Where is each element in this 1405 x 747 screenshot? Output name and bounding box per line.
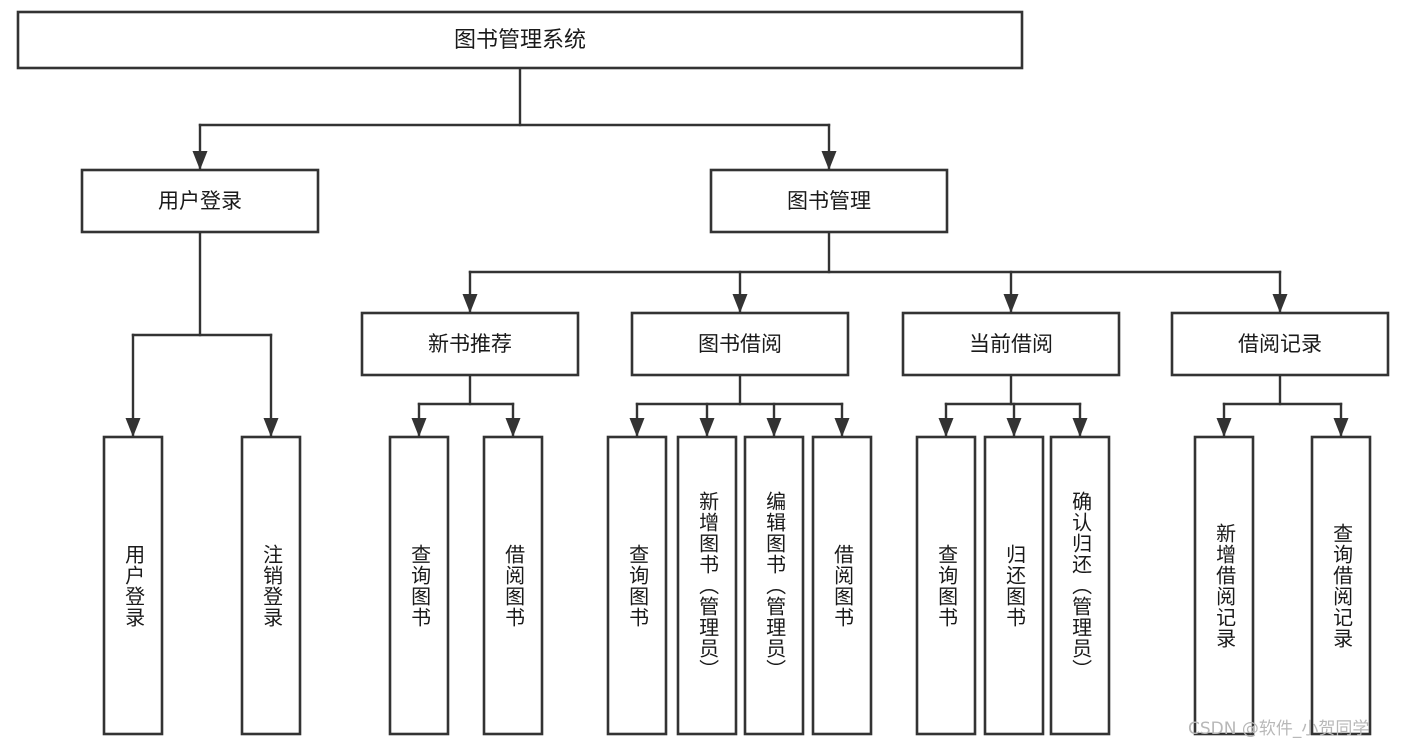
node-box-l-edit-book[interactable] [743,435,805,736]
arrow-head-icon [505,418,521,437]
arrow-head-icon [732,294,748,313]
node-box-l-borrow-book-b[interactable] [811,435,873,736]
node-box-l-borrow-book-a[interactable] [482,435,544,736]
arrow-head-icon [1216,418,1232,437]
arrow-head-icon [462,294,478,313]
node-label-root: 图书管理系统 [454,28,586,53]
node-box-l-query-book-a[interactable] [388,435,450,736]
node-box-n-book-borrow[interactable] [630,311,850,377]
node-box-root[interactable] [16,10,1024,70]
arrow-head-icon [699,418,715,437]
arrow-head-icon [1072,418,1088,437]
node-box-l-query-record[interactable] [1310,435,1372,736]
watermark-text: CSDN @软件_小贺同学 [1188,719,1370,739]
arrow-head-icon [629,418,645,437]
node-box-l-confirm-return[interactable] [1049,435,1111,736]
node-box-n-current-borrow[interactable] [901,311,1121,377]
node-box-l-logout[interactable] [240,435,302,736]
node-box-n-new-book-rec[interactable] [360,311,580,377]
arrow-head-icon [192,151,208,170]
node-label-n-book-borrow: 图书借阅 [698,332,782,356]
node-label-n-current-borrow: 当前借阅 [969,332,1053,356]
node-box-l-add-record[interactable] [1193,435,1255,736]
node-box-l-query-book-b[interactable] [606,435,668,736]
node-box-l-user-login[interactable] [102,435,164,736]
arrow-head-icon [1003,294,1019,313]
arrow-head-icon [766,418,782,437]
connector-layer [125,66,1349,439]
node-box-l-return-book[interactable] [983,435,1045,736]
node-box-l-query-book-c[interactable] [915,435,977,736]
node-label-n-new-book-rec: 新书推荐 [428,332,512,356]
node-box-l-add-book[interactable] [676,435,738,736]
arrow-head-icon [1333,418,1349,437]
node-box-n-user-login[interactable] [80,168,320,234]
arrow-head-icon [938,418,954,437]
node-box-n-book-mgmt[interactable] [709,168,949,234]
arrow-head-icon [125,418,141,437]
arrow-head-icon [834,418,850,437]
arrow-head-icon [411,418,427,437]
arrow-head-icon [1272,294,1288,313]
arrow-head-icon [263,418,279,437]
node-label-n-borrow-record: 借阅记录 [1238,332,1322,356]
node-label-n-book-mgmt: 图书管理 [787,189,871,213]
node-box-n-borrow-record[interactable] [1170,311,1390,377]
node-label-n-user-login: 用户登录 [158,189,242,213]
arrow-head-icon [821,151,837,170]
arrow-head-icon [1006,418,1022,437]
